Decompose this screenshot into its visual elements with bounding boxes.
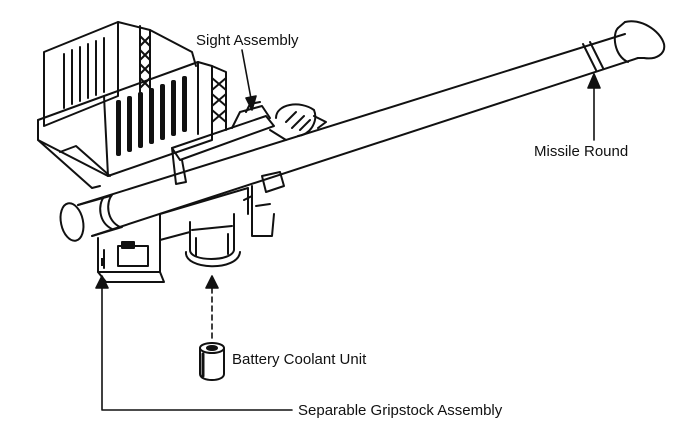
antenna-base-tray — [37, 95, 111, 189]
callout-lines — [95, 49, 601, 411]
antenna-slots — [116, 76, 187, 156]
sight-leader-line — [241, 49, 253, 105]
sight-assembly — [171, 101, 327, 185]
label-sight-assembly: Sight Assembly — [196, 32, 299, 49]
label-missile-round: Missile Round — [534, 143, 629, 160]
battery-coolant-unit-icon — [199, 342, 225, 381]
antenna-panel-back — [43, 21, 197, 127]
coolant-socket — [184, 213, 241, 268]
gripstock-leader-line — [101, 287, 293, 411]
coolant-arrow-head — [205, 275, 219, 289]
gripstock-frame — [97, 187, 249, 283]
sight-arrow-head — [245, 95, 257, 111]
trigger-grip — [243, 171, 285, 237]
antenna-panel-front — [103, 61, 227, 177]
label-gripstock-assembly: Separable Gripstock Assembly — [298, 402, 503, 419]
label-battery-coolant-unit: Battery Coolant Unit — [232, 351, 367, 368]
missile-arrow-head — [587, 73, 601, 89]
gripstock-arrow-head — [95, 275, 109, 289]
missile-round-tube — [59, 20, 666, 242]
